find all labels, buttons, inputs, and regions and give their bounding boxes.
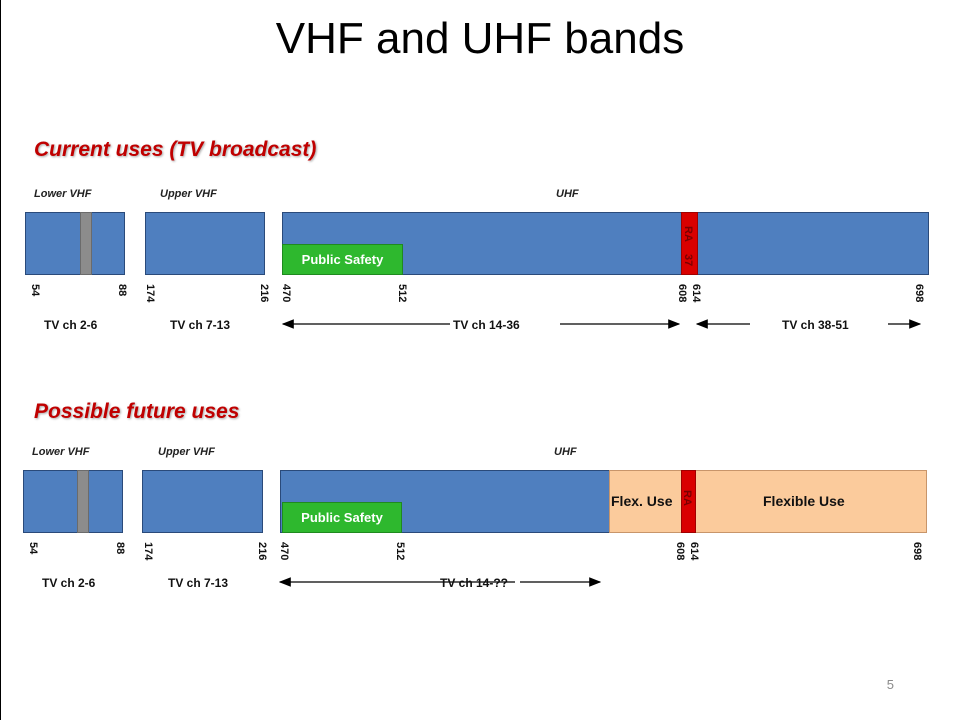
- current-ra-block: [681, 212, 698, 275]
- future-uhf-label: UHF: [554, 446, 577, 458]
- current-lower-vhf-gap: [80, 212, 92, 275]
- future-freq-216: 216: [256, 542, 268, 561]
- future-uses-heading: Possible future uses: [34, 400, 240, 423]
- current-channel-7-13: TV ch 7-13: [170, 318, 231, 332]
- future-lower-vhf-gap: [77, 470, 89, 533]
- future-channel-2-6: TV ch 2-6: [42, 576, 96, 590]
- future-freq-608: 608: [674, 542, 686, 561]
- page-number: 5: [886, 677, 894, 692]
- future-ra-block: [681, 470, 696, 533]
- current-channel-38-51: TV ch 38-51: [782, 318, 849, 332]
- future-freq-614: 614: [688, 542, 700, 561]
- future-flexible-use-label: Flexible Use: [763, 493, 845, 509]
- slide-left-border: [0, 0, 1, 720]
- future-lower-vhf-label: Lower VHF: [32, 446, 90, 458]
- current-channel-14-36: TV ch 14-36: [453, 318, 520, 332]
- current-uses-heading: Current uses (TV broadcast): [34, 138, 317, 161]
- future-freq-88: 88: [114, 542, 126, 555]
- future-flex-use-label: Flex. Use: [611, 493, 673, 509]
- future-channel-7-13: TV ch 7-13: [168, 576, 229, 590]
- future-lower-vhf-band: [23, 470, 123, 533]
- current-lower-vhf-label: Lower VHF: [34, 188, 92, 200]
- future-freq-174: 174: [142, 542, 154, 561]
- current-uhf-label: UHF: [556, 188, 579, 200]
- future-upper-vhf-label: Upper VHF: [158, 446, 215, 458]
- future-flexible-use-band: [609, 470, 927, 533]
- future-freq-698: 698: [911, 542, 923, 561]
- slide-title: VHF and UHF bands: [275, 14, 685, 63]
- current-public-safety-label: Public Safety: [301, 252, 384, 267]
- current-lower-vhf-band: [25, 212, 125, 275]
- current-upper-vhf-band: [145, 212, 265, 275]
- current-channel-2-6: TV ch 2-6: [44, 318, 98, 332]
- future-ra-label: RA: [681, 490, 693, 506]
- future-public-safety-label: Public Safety: [301, 510, 383, 525]
- current-public-safety-block: [282, 244, 403, 275]
- future-freq-512: 512: [394, 542, 406, 561]
- future-channel-14-unknown: TV ch 14-??: [440, 576, 509, 590]
- future-freq-54: 54: [27, 542, 39, 555]
- future-public-safety-block: [282, 502, 402, 533]
- future-freq-470: 470: [278, 542, 290, 561]
- current-upper-vhf-label: Upper VHF: [160, 188, 217, 200]
- future-upper-vhf-band: [142, 470, 263, 533]
